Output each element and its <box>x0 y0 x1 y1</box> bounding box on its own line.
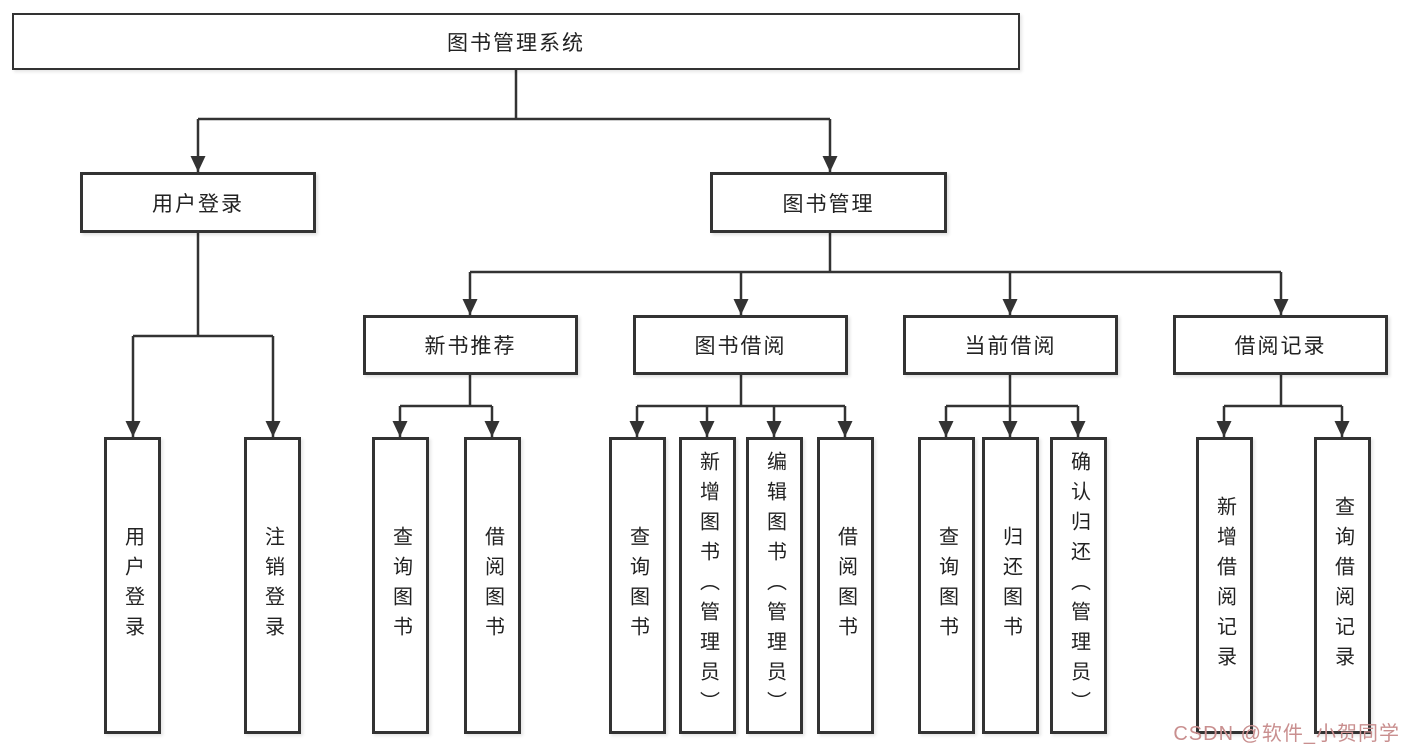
csdn-watermark: CSDN @软件_小贺同学 <box>1173 723 1400 745</box>
leaf-return-books: 归还图书 <box>982 437 1039 734</box>
leaf-query-borrow-record: 查询借阅记录 <box>1314 437 1371 734</box>
leaf-logout: 注销登录 <box>244 437 301 734</box>
leaf-add-borrow-record: 新增借阅记录 <box>1196 437 1253 734</box>
leaf-query-books-recommend: 查询图书 <box>372 437 429 734</box>
node-user-login: 用户登录 <box>80 172 316 233</box>
node-library-management-system: 图书管理系统 <box>12 13 1020 70</box>
leaf-query-books-current: 查询图书 <box>918 437 975 734</box>
leaf-query-books-borrow: 查询图书 <box>609 437 666 734</box>
node-book-borrowing: 图书借阅 <box>633 315 848 375</box>
leaf-borrow-books-recommend: 借阅图书 <box>464 437 521 734</box>
node-new-book-recommend: 新书推荐 <box>363 315 578 375</box>
leaf-add-books-admin: 新增图书（管理员） <box>679 437 736 734</box>
node-borrowing-records: 借阅记录 <box>1173 315 1388 375</box>
leaf-user-login: 用户登录 <box>104 437 161 734</box>
leaf-borrow-books: 借阅图书 <box>817 437 874 734</box>
node-current-borrowing: 当前借阅 <box>903 315 1118 375</box>
leaf-edit-books-admin: 编辑图书（管理员） <box>746 437 803 734</box>
node-book-management: 图书管理 <box>710 172 947 233</box>
leaf-confirm-return-admin: 确认归还（管理员） <box>1050 437 1107 734</box>
